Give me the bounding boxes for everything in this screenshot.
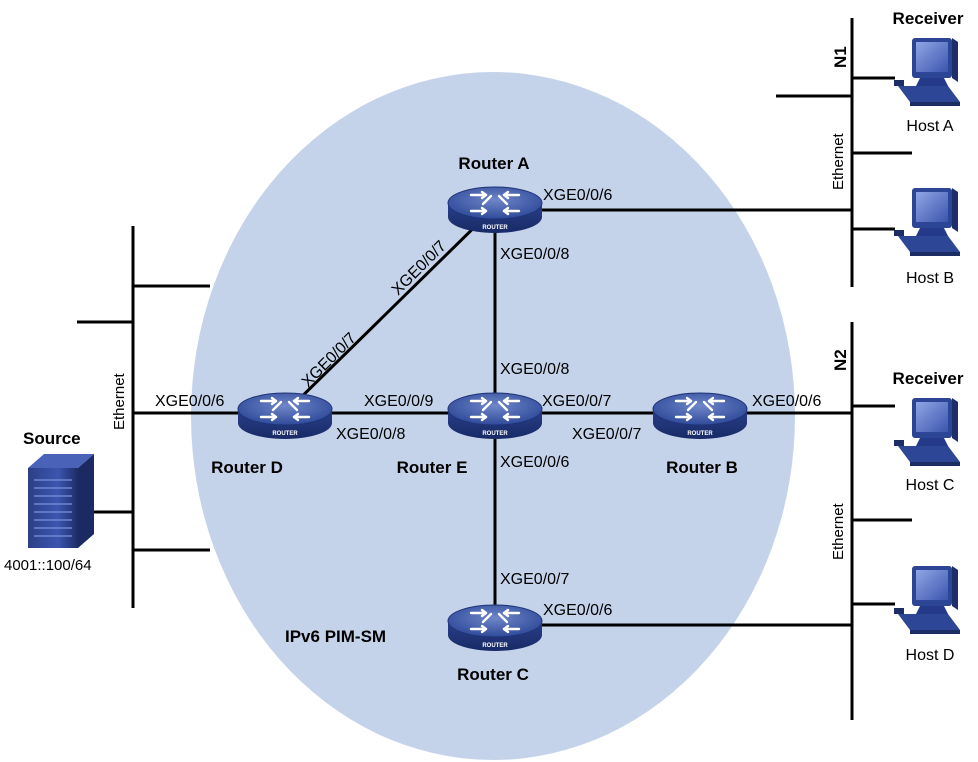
router-c-icon: ROUTER (446, 603, 544, 653)
host-b-computer-icon (894, 188, 960, 256)
router-c-if-xge0-0-6: XGE0/0/6 (543, 602, 612, 619)
server-icon (28, 454, 94, 548)
router-a-label: Router A (458, 154, 529, 173)
router-e-if-xge0-0-7: XGE0/0/7 (542, 393, 611, 410)
router-d-icon: ROUTER (236, 391, 334, 441)
host-b-label: Host B (906, 270, 954, 287)
n1-ethernet-bus (776, 18, 912, 287)
router-b-icon: ROUTER (651, 391, 749, 441)
host-d-label: Host D (906, 647, 955, 664)
svg-text:ROUTER: ROUTER (482, 225, 508, 231)
host-d-computer-icon (894, 566, 960, 634)
router-b-label: Router B (666, 458, 738, 477)
host-c-label: Host C (906, 477, 955, 494)
n2-label: N2 (831, 349, 850, 371)
host-c-computer-icon (894, 398, 960, 466)
source-address: 4001::100/64 (4, 557, 92, 574)
router-b-if-xge0-0-7: XGE0/0/7 (572, 426, 641, 443)
router-e-icon: ROUTER (446, 391, 544, 441)
router-c-label: Router C (457, 665, 529, 684)
svg-text:ROUTER: ROUTER (482, 643, 508, 649)
router-e-if-xge0-0-8-left: XGE0/0/8 (336, 426, 405, 443)
source-label: Source (23, 429, 81, 448)
router-c-if-xge0-0-7: XGE0/0/7 (500, 571, 569, 588)
svg-text:ROUTER: ROUTER (272, 431, 298, 437)
svg-text:ROUTER: ROUTER (482, 431, 508, 437)
receiver-label-n2: Receiver (893, 369, 964, 388)
router-d-label: Router D (211, 458, 283, 477)
router-a-if-xge0-0-8: XGE0/0/8 (500, 246, 569, 263)
source-ethernet-label: Ethernet (111, 372, 128, 430)
router-e-if-xge0-0-8-up: XGE0/0/8 (500, 361, 569, 378)
svg-text:ROUTER: ROUTER (687, 431, 713, 437)
receiver-label-n1: Receiver (893, 9, 964, 28)
n1-label: N1 (831, 46, 850, 68)
router-a-icon: ROUTER (446, 185, 544, 235)
source-ethernet-bus (77, 226, 210, 608)
router-b-if-xge0-0-6: XGE0/0/6 (752, 393, 821, 410)
router-e-if-xge0-0-6: XGE0/0/6 (500, 454, 569, 471)
n1-ethernet-label: Ethernet (830, 132, 847, 190)
router-e-label: Router E (397, 458, 468, 477)
pim-sm-region-label: IPv6 PIM-SM (285, 627, 386, 646)
router-e-if-xge0-0-9: XGE0/0/9 (364, 393, 433, 410)
n2-ethernet-label: Ethernet (830, 502, 847, 560)
router-a-if-xge0-0-6: XGE0/0/6 (543, 187, 612, 204)
host-a-computer-icon (894, 38, 960, 106)
router-d-if-xge0-0-6: XGE0/0/6 (155, 393, 224, 410)
host-a-label: Host A (906, 118, 953, 135)
n2-ethernet-bus (850, 322, 912, 720)
